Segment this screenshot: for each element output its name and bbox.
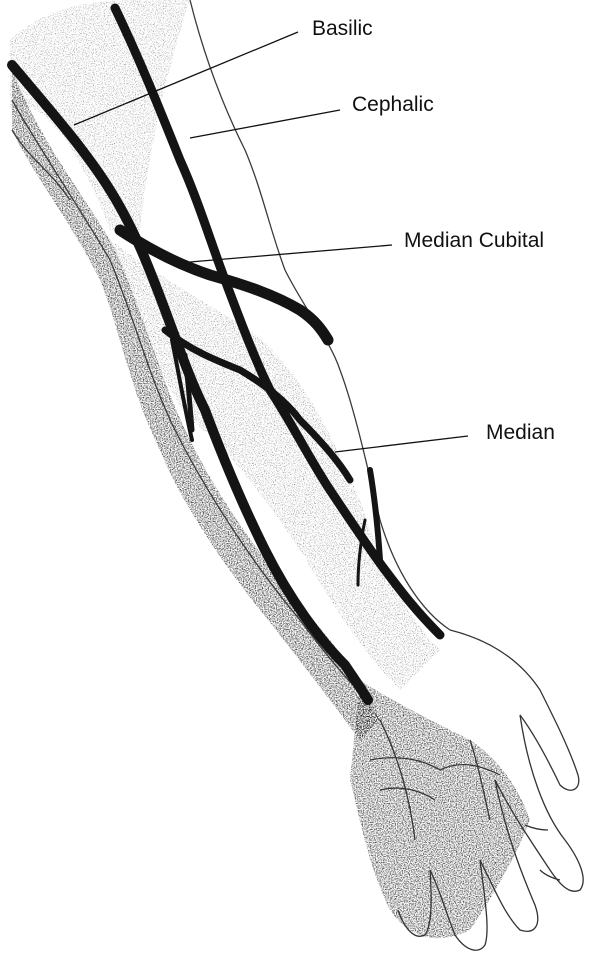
label-basilic: Basilic <box>312 17 373 41</box>
median-leader <box>335 436 468 452</box>
forearm-shading <box>12 70 530 938</box>
label-median-cubital: Median Cubital <box>404 229 544 253</box>
cephalic-leader <box>190 110 340 138</box>
label-cephalic: Cephalic <box>352 93 434 117</box>
label-median: Median <box>486 421 555 445</box>
median-cubital-leader <box>190 245 392 262</box>
